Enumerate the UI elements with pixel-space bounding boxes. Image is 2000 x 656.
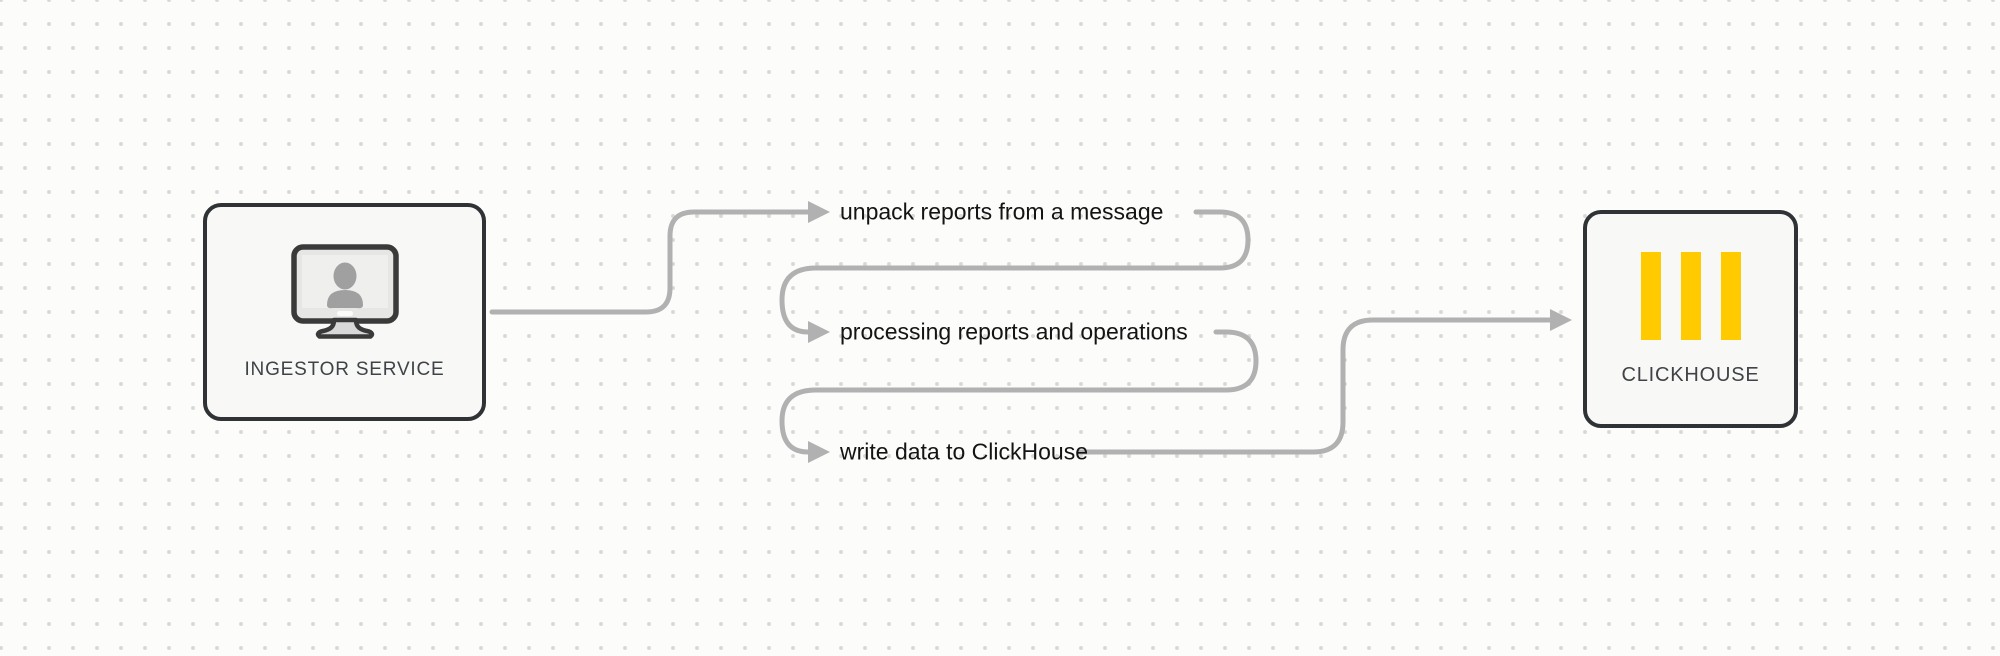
clickhouse-bar <box>1680 251 1701 340</box>
step-label-unpack: unpack reports from a message <box>840 198 1164 225</box>
arrowhead-step2-icon <box>808 321 830 343</box>
clickhouse-bar <box>1640 251 1661 340</box>
step-label-processing: processing reports and operations <box>840 318 1188 345</box>
connector-step3-to-clickhouse <box>1077 317 1553 455</box>
connector-ingestor-to-step1 <box>489 209 811 315</box>
arrowhead-clickhouse-icon <box>1550 309 1572 331</box>
node-label-clickhouse: CLICKHOUSE <box>1621 363 1760 386</box>
node-ingestor-service: INGESTOR SERVICE <box>203 203 486 421</box>
connector-step1-to-step2 <box>779 209 1251 335</box>
node-label-ingestor: INGESTOR SERVICE <box>244 359 445 380</box>
clickhouse-bars-icon <box>1640 251 1741 340</box>
node-clickhouse: CLICKHOUSE <box>1583 210 1798 428</box>
connector-step2-to-step3 <box>779 329 1259 455</box>
arrowhead-step3-icon <box>808 441 830 463</box>
step-label-write: write data to ClickHouse <box>840 438 1088 465</box>
monitor-user-icon <box>290 244 399 339</box>
clickhouse-bar <box>1720 251 1741 340</box>
arrowhead-step1-icon <box>808 201 830 223</box>
